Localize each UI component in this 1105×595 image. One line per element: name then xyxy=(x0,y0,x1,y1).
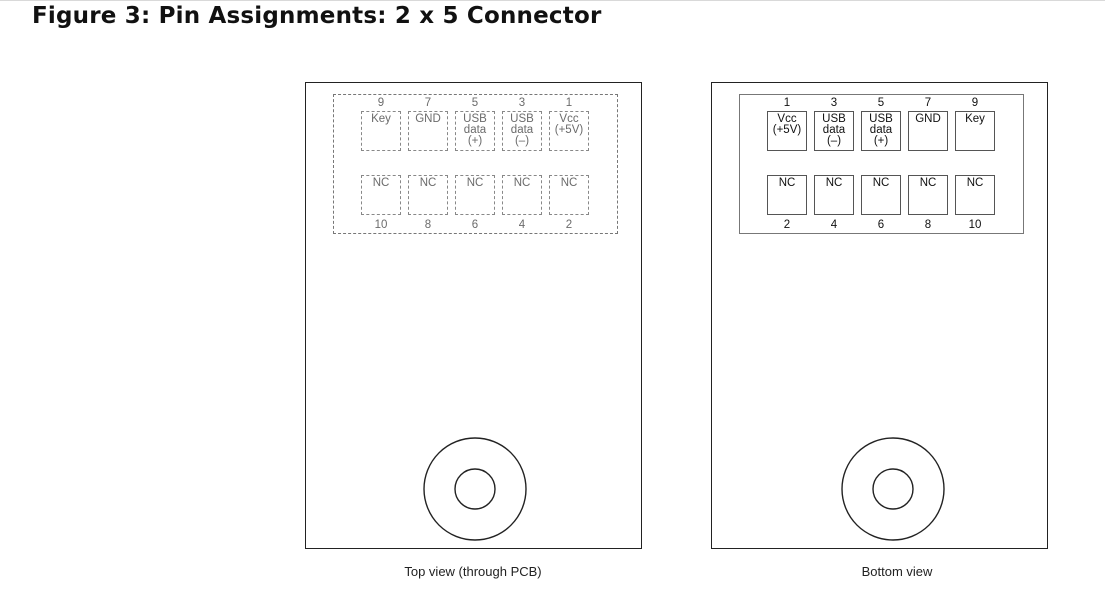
top-view-panel: 9 7 5 3 1 Key GND USB data (+) USB data … xyxy=(305,82,642,549)
pin-number: 2 xyxy=(565,219,573,231)
pin-number: 10 xyxy=(374,219,388,231)
pin-label: Key xyxy=(371,113,391,125)
pin-label: NC xyxy=(372,177,390,189)
pin-box: GND xyxy=(408,111,448,151)
pin-label: NC xyxy=(513,177,531,189)
pin-box: NC xyxy=(767,175,807,215)
pin-box: NC xyxy=(361,175,401,215)
connector-outline-top-view xyxy=(333,94,618,234)
mounting-hole-icon xyxy=(841,437,945,541)
pin-box: NC xyxy=(861,175,901,215)
pin-number: 4 xyxy=(518,219,526,231)
pin-label: NC xyxy=(966,177,984,189)
top-divider xyxy=(0,0,1105,1)
pin-box: NC xyxy=(408,175,448,215)
pin-number: 3 xyxy=(830,97,838,109)
pin-box: NC xyxy=(955,175,995,215)
bottom-view-panel: 1 3 5 7 9 Vcc (+5V) USB data (–) USB dat… xyxy=(711,82,1048,549)
pin-number: 8 xyxy=(424,219,432,231)
pin-label: USB data (–) xyxy=(510,113,534,147)
pin-box: GND xyxy=(908,111,948,151)
pin-number: 9 xyxy=(971,97,979,109)
pin-label: NC xyxy=(778,177,796,189)
pin-number: 6 xyxy=(877,219,885,231)
pin-box: NC xyxy=(908,175,948,215)
pin-number: 9 xyxy=(377,97,385,109)
pin-label: NC xyxy=(466,177,484,189)
pin-box: USB data (–) xyxy=(814,111,854,151)
figure-title: Figure 3: Pin Assignments: 2 x 5 Connect… xyxy=(32,3,602,29)
pin-label: USB data (–) xyxy=(822,113,846,147)
pin-label: NC xyxy=(560,177,578,189)
pin-label: USB data (+) xyxy=(463,113,487,147)
pin-number: 8 xyxy=(924,219,932,231)
pin-box: NC xyxy=(549,175,589,215)
pin-number: 7 xyxy=(424,97,432,109)
pin-box: Vcc (+5V) xyxy=(549,111,589,151)
pin-box: Key xyxy=(361,111,401,151)
pin-number: 10 xyxy=(968,219,982,231)
pin-label: Vcc (+5V) xyxy=(554,113,584,136)
pin-number: 2 xyxy=(783,219,791,231)
pin-label: Key xyxy=(965,113,985,125)
pin-box: USB data (+) xyxy=(455,111,495,151)
pin-box: NC xyxy=(502,175,542,215)
pin-label: GND xyxy=(915,113,941,125)
pin-label: USB data (+) xyxy=(869,113,893,147)
pin-number: 6 xyxy=(471,219,479,231)
pin-label: NC xyxy=(872,177,890,189)
pin-number: 4 xyxy=(830,219,838,231)
pin-number: 5 xyxy=(471,97,479,109)
top-view-caption: Top view (through PCB) xyxy=(404,564,542,579)
pin-label: NC xyxy=(919,177,937,189)
bottom-view-caption: Bottom view xyxy=(861,564,933,579)
pin-box: USB data (+) xyxy=(861,111,901,151)
pin-number: 5 xyxy=(877,97,885,109)
pin-number: 3 xyxy=(518,97,526,109)
mounting-hole-icon xyxy=(423,437,527,541)
pin-label: GND xyxy=(415,113,441,125)
pin-number: 1 xyxy=(783,97,791,109)
pin-label: NC xyxy=(419,177,437,189)
connector-outline-bottom-view xyxy=(739,94,1024,234)
pin-box: NC xyxy=(814,175,854,215)
pin-number: 7 xyxy=(924,97,932,109)
pin-label: NC xyxy=(825,177,843,189)
pin-box: NC xyxy=(455,175,495,215)
pin-box: Vcc (+5V) xyxy=(767,111,807,151)
pin-label: Vcc (+5V) xyxy=(772,113,802,136)
pin-box: USB data (–) xyxy=(502,111,542,151)
pin-box: Key xyxy=(955,111,995,151)
pin-number: 1 xyxy=(565,97,573,109)
